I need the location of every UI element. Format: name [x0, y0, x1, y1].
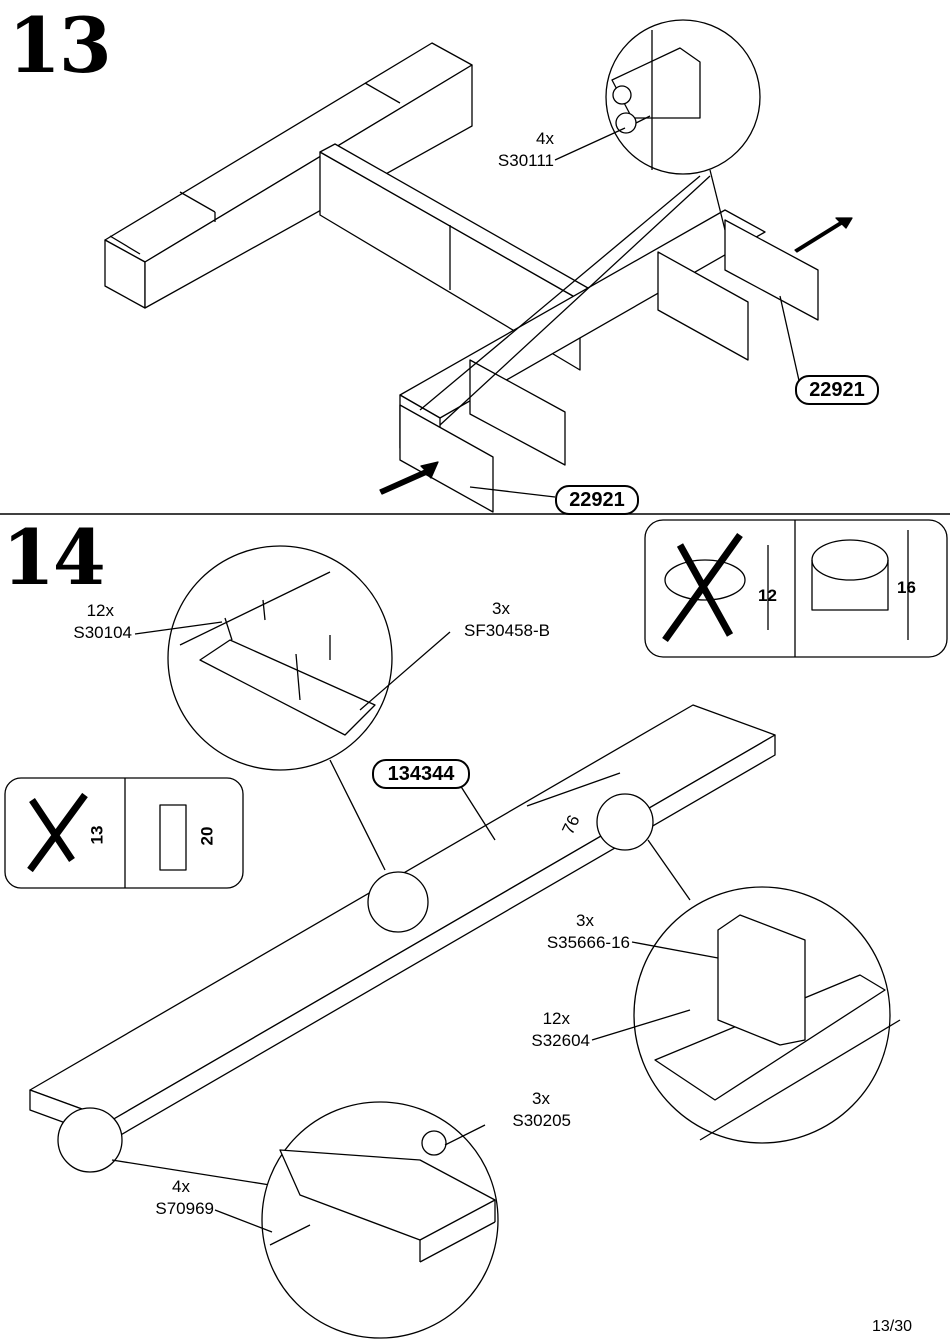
cam-right-length: 16	[897, 578, 916, 597]
step13-front-shelf	[399, 209, 819, 513]
callout-s35666-code: S35666-16	[546, 933, 630, 952]
callout-s30205-qty: 3x	[532, 1089, 550, 1108]
callout-13-code: S30111	[497, 151, 554, 170]
page-number: 13/30	[872, 1318, 913, 1335]
callout-s32604-code: S32604	[531, 1031, 590, 1050]
callout-s30104-qty: 12x	[86, 601, 114, 620]
callout-s32604-qty: 12x	[542, 1009, 570, 1028]
bracket-detail-circle	[167, 545, 393, 771]
screw-wrong-length: 13	[87, 825, 107, 845]
part-label-22921-top: 22921	[795, 375, 879, 405]
callout-s30205-code: S30205	[512, 1111, 571, 1130]
callout-13-qty: 4x	[536, 129, 554, 148]
callout-s35666-qty: 3x	[576, 911, 594, 930]
cam-wrong-length: 12	[758, 586, 777, 605]
part-label-134344: 134344	[372, 759, 470, 789]
callout-sf30458-code: SF30458-B	[464, 621, 550, 640]
step13-back-shelf	[104, 42, 473, 309]
insert-arrow-left	[379, 461, 439, 495]
step13-center-panel	[319, 143, 596, 371]
part-label-22921-bottom: 22921	[555, 485, 639, 515]
screw-right-length: 20	[197, 826, 217, 846]
callout-sf30458-qty: 3x	[492, 599, 510, 618]
callout-s30104-code: S30104	[73, 623, 132, 642]
end-detail-circle	[57, 1107, 123, 1173]
mid-detail-circle	[367, 871, 429, 933]
insert-arrow-right	[794, 217, 853, 253]
step-14-number: 14	[2, 513, 106, 602]
step-13-number: 13	[8, 1, 112, 90]
callout-s70969-qty: 4x	[172, 1177, 190, 1196]
callout-s70969-code: S70969	[155, 1199, 214, 1218]
right-detail-circle	[596, 793, 654, 851]
